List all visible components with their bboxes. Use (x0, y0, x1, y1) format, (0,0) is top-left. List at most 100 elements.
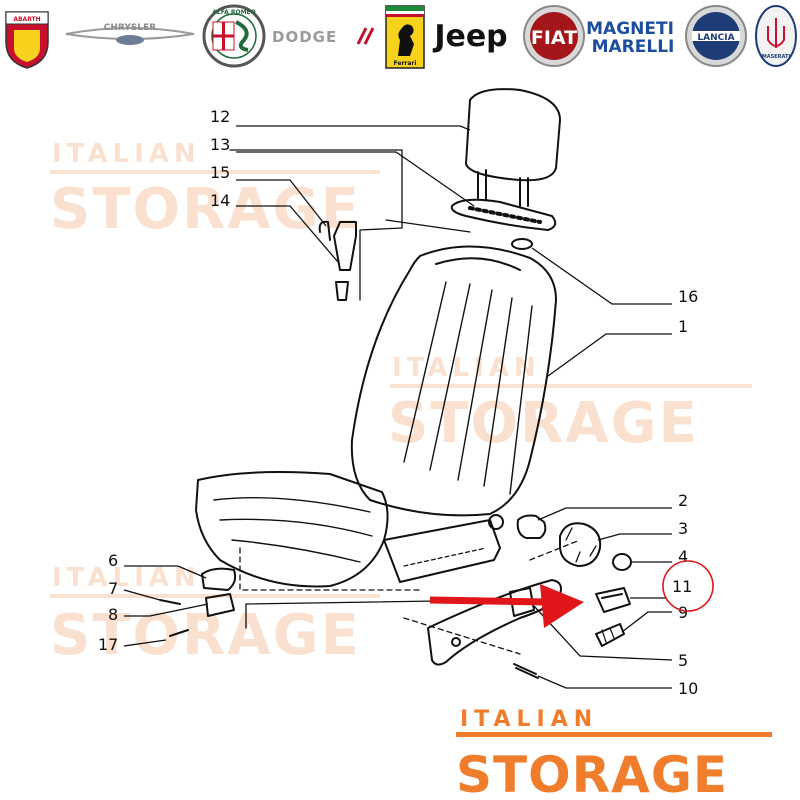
seat-side-frame (383, 519, 501, 583)
part-label-17: 17 (98, 635, 118, 654)
backrest-top-seam (435, 257, 521, 271)
seat-cushion (195, 471, 389, 588)
dodge-logo: DODGE (272, 27, 375, 46)
leader-10 (537, 675, 672, 689)
part-label-2: 2 (678, 491, 688, 510)
part-label-16: 16 (678, 287, 698, 306)
maserati-logo-text: MASERATI (762, 54, 791, 60)
reference-line-left (239, 547, 421, 591)
part-label-3: 3 (678, 519, 688, 538)
part-label-14: 14 (210, 191, 230, 210)
watermark-middle: ITALIAN STORAGE (388, 353, 752, 456)
part-2-bushing (516, 514, 547, 539)
reference-line-panel (403, 617, 521, 655)
leader-15 (236, 179, 327, 227)
part-11-cap-inner (601, 593, 623, 599)
part-label-11: 11 (672, 577, 692, 596)
leader-9 (621, 611, 672, 633)
leader-14 (236, 205, 339, 263)
seat-drawing (159, 88, 632, 679)
highlight-arrow-shaft (429, 596, 549, 606)
fiat-logo: FIAT (523, 5, 585, 67)
part-label-1: 1 (678, 317, 688, 336)
alfa-romeo-logo: ALFA ROMEO (202, 4, 266, 68)
magneti-marelli-logo-text-line1: MAGNETI (586, 19, 674, 39)
lancia-logo: LANCIA (685, 5, 747, 67)
part-3-knob (559, 522, 602, 567)
magneti-marelli-logo-text-line2: MARELLI (592, 37, 675, 57)
ferrari-logo-text: Ferrari (394, 60, 417, 67)
leader-12 (236, 125, 471, 131)
watermark-top-left: ITALIAN STORAGE (50, 139, 380, 242)
watermark-italian-text: ITALIAN (52, 563, 201, 593)
reference-line-top (229, 149, 471, 301)
seat-backrest (350, 245, 557, 517)
highlight-circle (662, 560, 714, 612)
italian-storage-logo: ITALIAN STORAGE (456, 707, 772, 800)
part-label-8: 8 (108, 605, 118, 624)
cushion-ribs (213, 497, 373, 563)
leader-1 (547, 333, 672, 377)
part-label-10: 10 (678, 679, 698, 698)
leader-3 (597, 533, 672, 541)
plug-ribs (601, 627, 615, 643)
watermark-storage-text: STORAGE (50, 603, 361, 668)
part-8-bracket (205, 593, 235, 617)
part-label-13: 13 (210, 135, 230, 154)
ferrari-logo: Ferrari (385, 5, 425, 69)
watermark-bottom-left: ITALIAN STORAGE (50, 563, 380, 668)
backrest-ribs (403, 281, 533, 495)
trim-panel-screw-hole (451, 637, 461, 647)
watermark-storage-text: STORAGE (50, 177, 361, 242)
highlight-arrow-head (540, 584, 584, 628)
part-9-plug (595, 623, 625, 647)
watermark-italian-text: ITALIAN (392, 353, 541, 383)
part-6-cover (201, 567, 237, 591)
part-label-9: 9 (678, 603, 688, 622)
jeep-logo: Jeep (432, 19, 507, 54)
magneti-marelli-logo-text: MAGNETI MARELLI (586, 19, 680, 57)
part-label-6: 6 (108, 551, 118, 570)
leader-7 (123, 589, 161, 601)
leader-lines (123, 125, 673, 689)
part-7-screw (159, 599, 181, 605)
part-15-clip (318, 220, 331, 241)
reference-line-knob (529, 539, 581, 561)
part-14-pin-tip (335, 281, 349, 301)
plate-ribs (468, 206, 542, 224)
logo-italian-text: ITALIAN (460, 707, 598, 732)
leader-16 (531, 247, 672, 305)
brand-logo-row: ABARTH CHRYSLER ALFA ROMEO DODGE (5, 4, 797, 69)
part-label-4: 4 (678, 547, 688, 566)
part-labels: 12 13 15 14 16 1 2 3 4 11 9 5 10 6 7 8 1… (98, 107, 698, 698)
magneti-marelli-logo: MAGNETI MARELLI (586, 19, 680, 57)
part-label-5: 5 (678, 651, 688, 670)
leader-13 (236, 151, 475, 207)
dodge-logo-text: DODGE (272, 28, 337, 46)
chrysler-logo: CHRYSLER (65, 23, 195, 45)
part-17-screw (169, 629, 189, 637)
recliner-pivot (488, 514, 504, 530)
headrest-posts (477, 169, 529, 207)
chrysler-logo-text: CHRYSLER (104, 23, 156, 33)
part-14-pin (333, 221, 357, 271)
leader-6 (124, 565, 207, 579)
logo-storage-text: STORAGE (456, 746, 728, 800)
part-label-12: 12 (210, 107, 230, 126)
trim-panel-slot (509, 587, 535, 617)
leader-17 (123, 639, 167, 647)
highlight-part-11 (429, 560, 714, 628)
jeep-logo-text: Jeep (432, 19, 507, 54)
abarth-logo-text: ABARTH (13, 16, 40, 23)
watermark-italian-text: ITALIAN (52, 139, 201, 169)
part-label-15: 15 (210, 163, 230, 182)
maserati-logo: MASERATI (755, 5, 797, 67)
leader-2 (537, 507, 672, 521)
part-11-cap (595, 587, 631, 613)
fiat-logo-text: FIAT (531, 27, 577, 49)
abarth-logo: ABARTH (5, 11, 49, 69)
leader-8 (124, 603, 209, 617)
lancia-logo-text: LANCIA (697, 33, 734, 43)
side-frame-holes (403, 547, 487, 567)
